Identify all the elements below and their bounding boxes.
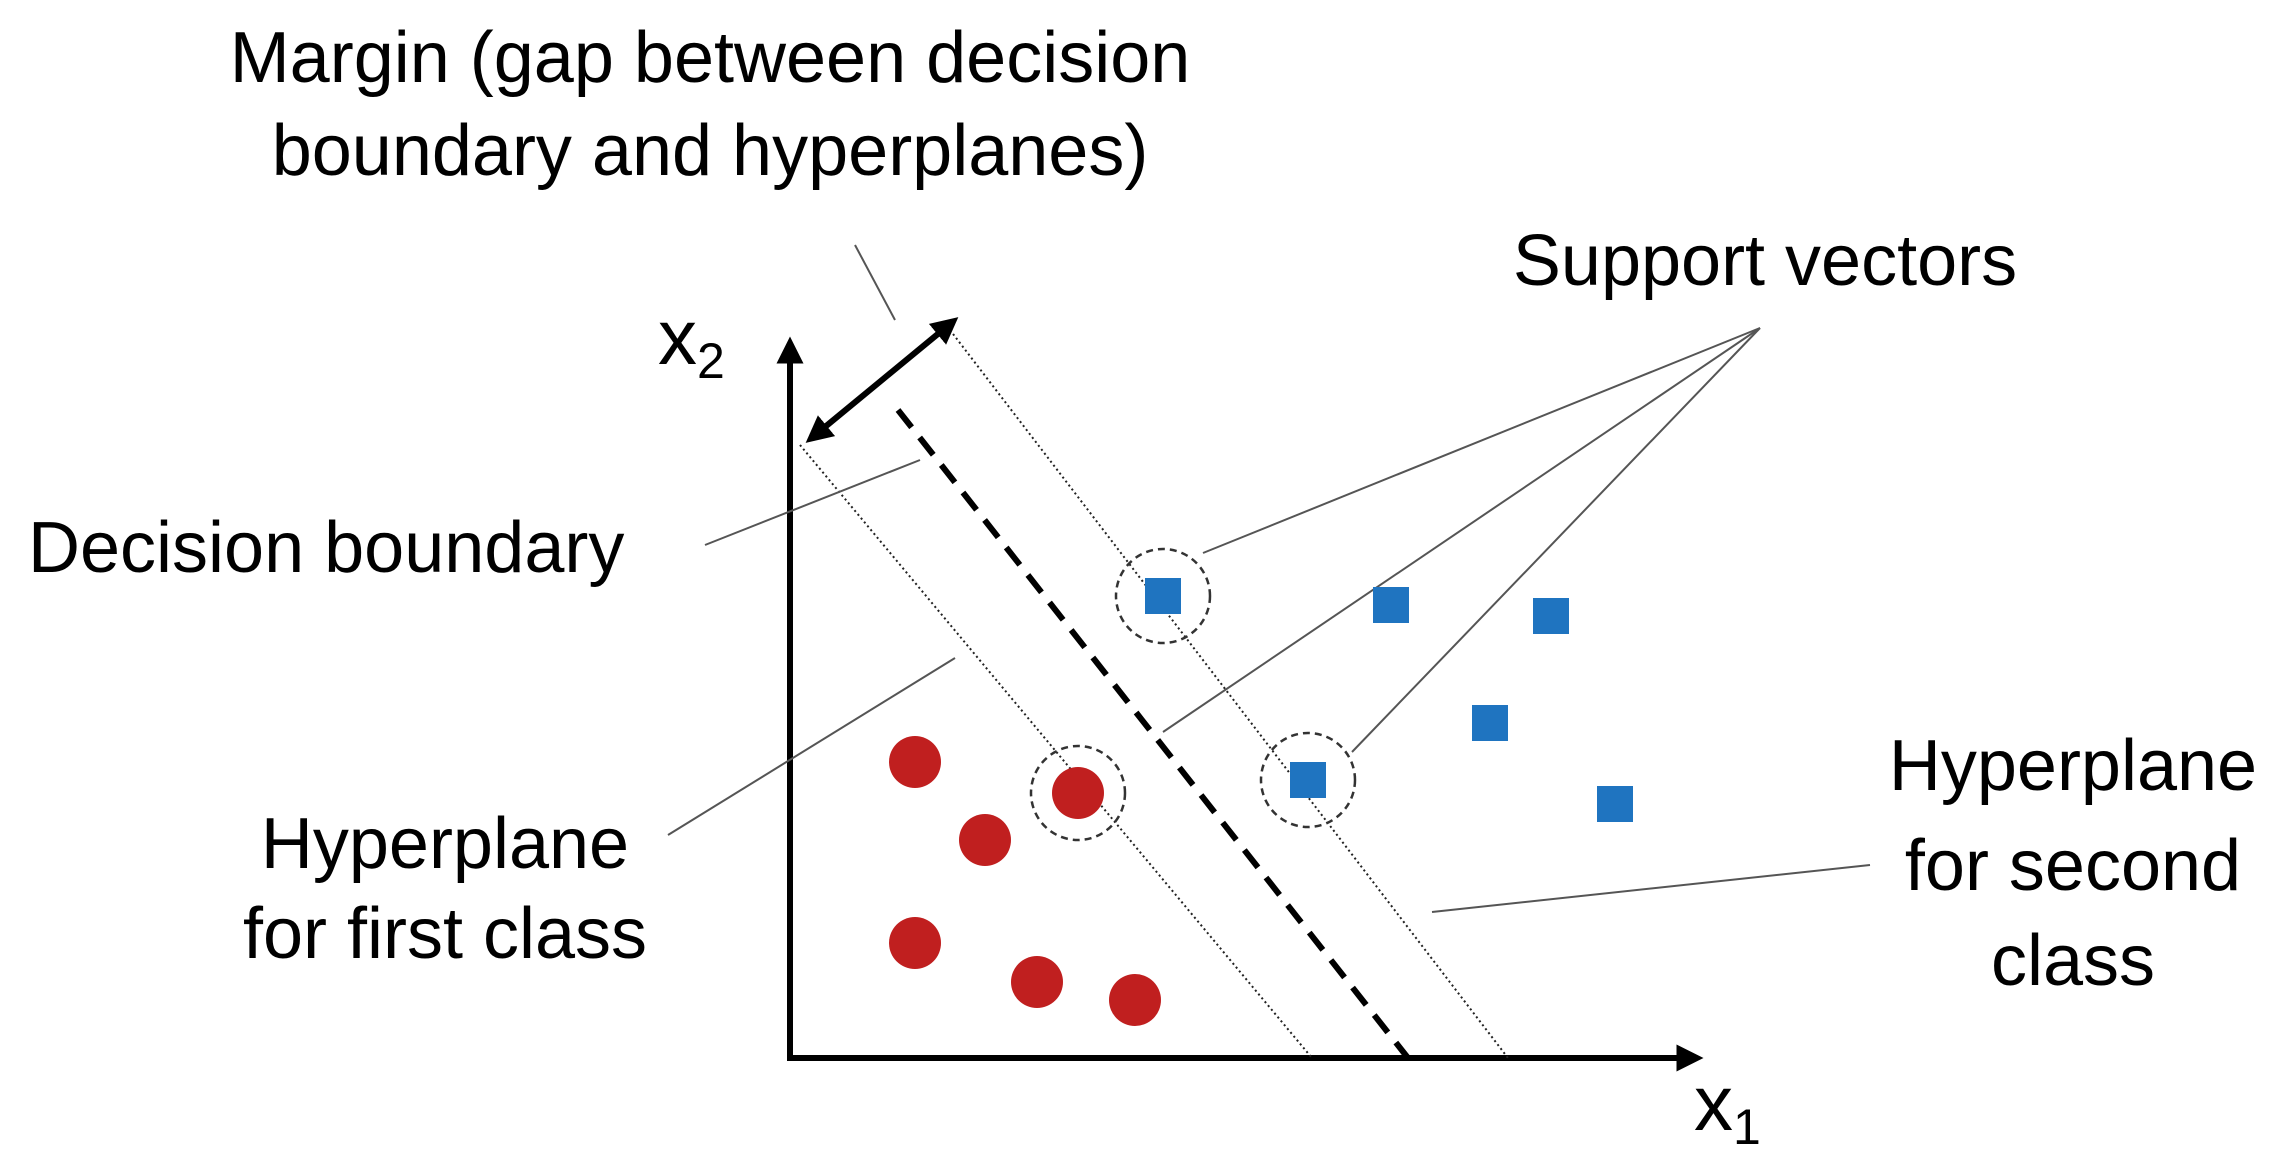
first-class-point xyxy=(889,917,941,969)
hyperplane-second-leader-line xyxy=(1431,864,1871,913)
hyperplane-first-label-line-1: Hyperplane xyxy=(261,804,629,884)
first-class-point xyxy=(1109,974,1161,1026)
support-vector-leader-3 xyxy=(1351,327,1761,753)
support-vector-ring-circle xyxy=(1029,744,1127,842)
x1-axis-label: x1 xyxy=(1694,1059,1761,1155)
second-class-point xyxy=(1373,587,1409,623)
second-class-point xyxy=(1290,762,1326,798)
hyperplane-second-label-line-2: for second xyxy=(1905,826,2241,906)
decision-boundary-leader-line xyxy=(704,459,921,546)
second-class-point xyxy=(1472,705,1508,741)
decision-boundary-label: Decision boundary xyxy=(28,508,624,588)
first-class-point xyxy=(959,814,1011,866)
second-class-points xyxy=(1145,578,1633,822)
x2-subscript: 2 xyxy=(697,333,725,389)
margin-leader-line xyxy=(854,244,896,321)
support-vector-ring-square-lower xyxy=(1259,731,1357,829)
decision-boundary-line xyxy=(895,408,1411,1060)
first-class-point xyxy=(889,736,941,788)
margin-arrow xyxy=(805,317,959,443)
second-class-point xyxy=(1597,786,1633,822)
hyperplane-first-leader-line xyxy=(667,657,956,836)
second-class-point xyxy=(1145,578,1181,614)
x1-subscript: 1 xyxy=(1733,1099,1761,1155)
margin-label-line-1: Margin (gap between decision xyxy=(230,18,1191,98)
hyperplane-first-class xyxy=(799,444,1313,1059)
x2-letter: x xyxy=(658,293,697,381)
hyperplane-second-class xyxy=(949,329,1509,1059)
x1-letter: x xyxy=(1694,1059,1733,1147)
support-vectors-label: Support vectors xyxy=(1513,221,2017,301)
first-class-points xyxy=(889,736,1161,1026)
hyperplane-second-label-line-1: Hyperplane xyxy=(1889,726,2257,806)
first-class-point xyxy=(1011,956,1063,1008)
support-vector-leader-1 xyxy=(1202,327,1761,554)
hyperplane-second-label-line-3: class xyxy=(1991,921,2155,1001)
margin-label-line-2: boundary and hyperplanes) xyxy=(272,111,1149,191)
x2-axis-label: x2 xyxy=(658,293,725,389)
first-class-point xyxy=(1052,767,1104,819)
support-vector-leader-2 xyxy=(1162,327,1761,733)
support-vector-ring-square-upper xyxy=(1114,547,1212,645)
hyperplane-first-label-line-2: for first class xyxy=(243,894,647,974)
second-class-point xyxy=(1533,598,1569,634)
